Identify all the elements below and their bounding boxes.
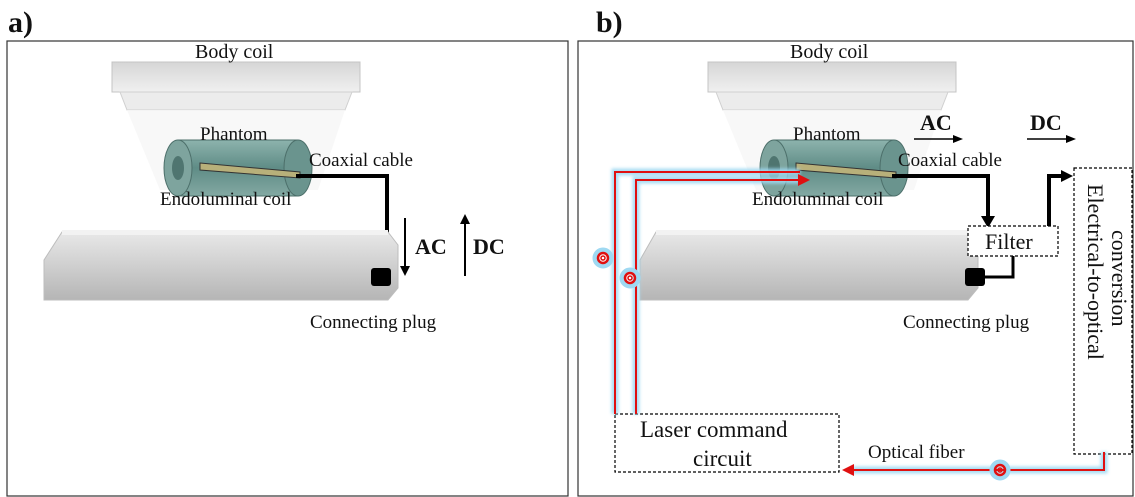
- eo-conversion-label-line2: conversion: [1107, 230, 1132, 327]
- laser-label-line2: circuit: [693, 446, 752, 471]
- filter-label: Filter: [985, 229, 1033, 254]
- eo-conversion-label-line1: Electrical-to-optical: [1083, 184, 1108, 360]
- fiber-loop-icon-2: [592, 247, 614, 269]
- coaxial-cable-label-b: Coaxial cable: [898, 150, 1002, 171]
- endoluminal-coil-label-b: Endoluminal coil: [752, 189, 883, 210]
- ac-label-b: AC: [920, 110, 952, 135]
- ac-arrowhead: [400, 266, 410, 276]
- connecting-plug-label: Connecting plug: [310, 312, 437, 333]
- phantom-b: [759, 139, 909, 197]
- optical-fiber: [614, 171, 1105, 476]
- dc-arrowhead: [460, 214, 470, 224]
- panel-b-letter: b): [596, 6, 623, 39]
- fiber-loop-icon-1: [989, 459, 1011, 481]
- phantom: [163, 139, 313, 197]
- panel-b: b) Body coil Phantom Coaxial cable Endol…: [577, 6, 1134, 497]
- dc-arrowhead-b: [1066, 135, 1076, 143]
- body-coil-bottom-b: [639, 230, 979, 301]
- panel-a-frame: [6, 40, 569, 497]
- connecting-plug-label-b: Connecting plug: [903, 312, 1030, 333]
- body-coil-label: Body coil: [195, 41, 274, 63]
- cable-arrowhead-filter: [981, 216, 995, 228]
- coaxial-cable-b: [892, 174, 990, 218]
- optical-fiber-label: Optical fiber: [868, 442, 965, 463]
- laser-command-box: [614, 413, 840, 473]
- fiber-arrowhead-coil: [798, 174, 810, 186]
- laser-label-line1: Laser command: [640, 417, 788, 442]
- panel-a: a) Body coil Phantom Coaxial cable Endol…: [6, 6, 569, 497]
- panel-b-frame: [577, 40, 1134, 497]
- connecting-plug-b: [965, 268, 985, 286]
- fiber-loop-icon-3: [619, 267, 641, 289]
- plug-to-filter-line: [985, 255, 1015, 279]
- ac-arrowhead-b: [953, 135, 963, 143]
- filter-box: [967, 225, 1059, 257]
- eo-conversion-box: [1073, 167, 1133, 455]
- fiber-arrowhead-laser: [842, 464, 854, 476]
- connecting-plug: [371, 268, 391, 286]
- body-coil-label-b: Body coil: [790, 41, 869, 63]
- body-coil-bottom: [43, 230, 399, 301]
- phantom-label: Phantom: [200, 124, 268, 145]
- phantom-label-b: Phantom: [793, 124, 861, 145]
- endoluminal-coil-label: Endoluminal coil: [160, 189, 291, 210]
- filter-to-eo-cable: [1047, 174, 1063, 226]
- ac-label: AC: [415, 234, 447, 259]
- eo-arrowhead: [1061, 170, 1073, 182]
- panel-a-letter: a): [8, 6, 33, 39]
- coaxial-cable-label: Coaxial cable: [309, 150, 413, 171]
- dc-label-b: DC: [1030, 110, 1062, 135]
- dc-label: DC: [473, 234, 505, 259]
